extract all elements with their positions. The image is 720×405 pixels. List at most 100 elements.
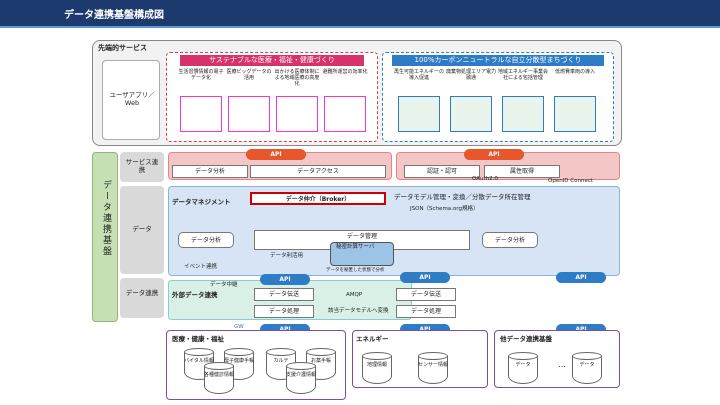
- cylinder-body: [286, 366, 316, 394]
- other-db: データ: [508, 352, 538, 386]
- cylinder-top: [204, 362, 234, 370]
- medical-source-label: 医療・健康・福祉: [172, 335, 224, 343]
- openid-label: OpenID Connect: [548, 178, 594, 184]
- json-note: JSON（Schema.org規格）: [410, 206, 479, 212]
- cylinder-top: [572, 352, 602, 360]
- data-layer-label: データ: [132, 225, 152, 233]
- relay-label: データ中継: [210, 282, 238, 288]
- api-badge-connect-left: API: [260, 274, 310, 285]
- service-data-access: データアクセス: [250, 165, 386, 178]
- sustainable-item-label: 生活習慣情報の電子データ化: [178, 69, 224, 81]
- data-mgmt-label: データマネジメント: [172, 198, 231, 206]
- cylinder-body: [418, 356, 448, 384]
- service-attr: 属性取得: [484, 165, 560, 178]
- broker-box: データ仲介（Broker）: [250, 192, 386, 205]
- platform-label: データ連携基盤: [101, 180, 111, 257]
- cylinder-label: データ: [579, 362, 595, 368]
- cylinder-label: お薬手帳: [310, 358, 331, 364]
- service-layer-label-box: [120, 152, 164, 182]
- other-source-label: 他データ連携基盤: [500, 335, 552, 343]
- data-usage-label: データ利活用: [270, 253, 304, 259]
- secret-server-box: [330, 242, 394, 266]
- cylinder-top: [418, 352, 448, 360]
- api-badge-source-right: API: [556, 324, 606, 335]
- cylinder-label: カルテ: [273, 358, 289, 364]
- cylinder-label: バイタル情報: [184, 358, 214, 364]
- analysis-right-box: データ分析: [482, 232, 538, 248]
- cylinder-label: 支援介護情報: [286, 372, 317, 378]
- service-layer-label: サービス連携: [125, 158, 159, 174]
- cylinder-label: センサー情報: [418, 362, 449, 368]
- external-label: 外部データ連携: [172, 291, 218, 299]
- cylinder-top: [508, 352, 538, 360]
- oauth-label: OAuth2.0: [472, 176, 498, 182]
- api-badge-service-right: API: [464, 149, 524, 160]
- user-app-label: ユーザアプリ／Web: [109, 91, 155, 107]
- api-badge-source-mid: API: [400, 324, 450, 335]
- carbon-item-icon: [502, 96, 544, 132]
- connect-layer-label: データ連携: [125, 289, 159, 297]
- cylinder-label: 母子健康手帳: [224, 358, 255, 364]
- medical-db: 各種健診情報: [204, 362, 234, 396]
- cylinder-top: [224, 348, 254, 356]
- connect-layer-label-box: [120, 278, 164, 318]
- page-title: データ連携基盤構成図: [0, 0, 720, 26]
- api-badge-source-left: API: [260, 324, 310, 335]
- platform-label-box: [92, 152, 118, 322]
- user-app-box: [102, 60, 160, 140]
- service-data-analysis: データ分析: [172, 165, 248, 178]
- process2-box: データ処理: [396, 305, 456, 318]
- cylinder-label: 各種健診情報: [204, 372, 235, 378]
- api-badge-connect-mid: API: [400, 272, 450, 283]
- cylinder-body: [508, 356, 538, 384]
- transfer2-box: データ伝送: [396, 288, 456, 301]
- sustainable-item-icon: [228, 96, 270, 132]
- sustainable-item-label: 医療ビッグデータの活用: [226, 69, 272, 81]
- analysis-left-box: データ分析: [178, 232, 234, 248]
- gw-label: GW: [234, 324, 244, 330]
- secret-server-label: 秘密計算サーバ: [336, 244, 375, 250]
- cylinder-label: 地理情報: [366, 362, 387, 368]
- carbon-item-label: 低燃費車両の導入: [554, 69, 595, 75]
- sustainable-item-icon: [180, 96, 222, 132]
- event-label: イベント連携: [184, 264, 218, 270]
- cylinder-top: [286, 362, 316, 370]
- process1-box: データ処理: [254, 305, 314, 318]
- cylinder-body: [572, 356, 602, 384]
- energy-db: センサー情報: [418, 352, 448, 386]
- model-note: データモデル管理・変換／分散データ所在管理: [394, 193, 531, 201]
- cylinder-top: [362, 352, 392, 360]
- advanced-services-label: 先端的サービス: [98, 44, 147, 52]
- sustainable-title: サステナブルな医療・福祉・健康づくり: [180, 55, 364, 66]
- carbon-item-label: 地域エネルギー事業会社による包括管理: [498, 69, 549, 81]
- convert-label: 該当データモデルへ変換: [328, 308, 389, 314]
- cylinder-label: データ: [515, 362, 531, 368]
- carbon-item-label: 再生可能エネルギーの導入促進: [394, 69, 445, 81]
- sustainable-item-label: 避難所運営の効率化: [322, 69, 368, 75]
- carbon-item-label: 廃棄物処理エリア電力融通: [446, 69, 497, 81]
- transfer1-box: データ伝送: [254, 288, 314, 301]
- api-badge-connect-right: API: [556, 272, 606, 283]
- cylinder-top: [306, 348, 336, 356]
- other-ellipsis: …: [558, 360, 566, 369]
- api-badge-service-left: API: [246, 149, 306, 160]
- cylinder-top: [266, 348, 296, 356]
- carbon-item-icon: [554, 96, 596, 132]
- carbon-item-icon: [450, 96, 492, 132]
- cylinder-top: [184, 348, 214, 356]
- cylinder-body: [204, 366, 234, 394]
- sustainable-item-icon: [324, 96, 366, 132]
- data-layer-label-box: [120, 186, 164, 274]
- secret-note: データを秘匿した状態で分析: [326, 268, 385, 273]
- carbon-item-icon: [398, 96, 440, 132]
- energy-source-label: エネルギー: [356, 335, 389, 343]
- other-db: データ: [572, 352, 602, 386]
- sustainable-item-icon: [276, 96, 318, 132]
- medical-db: 支援介護情報: [286, 362, 316, 396]
- sustainable-item-label: 出かける医療体制による地域医療の高度化: [274, 69, 320, 87]
- energy-db: 地理情報: [362, 352, 392, 386]
- cylinder-body: [362, 356, 392, 384]
- title-underline: [0, 26, 720, 28]
- service-auth: 認証・認可: [404, 165, 480, 178]
- amqp-label: AMQP: [346, 292, 363, 298]
